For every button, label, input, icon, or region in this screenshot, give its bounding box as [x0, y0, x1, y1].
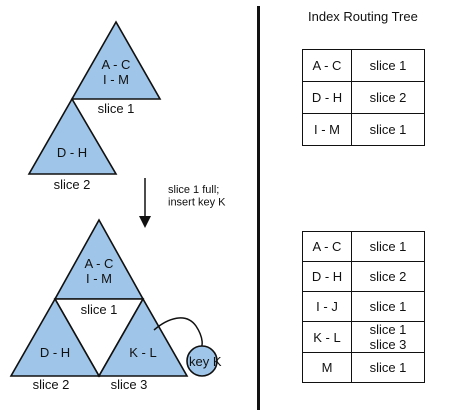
transition-note: slice 1 full;insert key K	[168, 184, 226, 209]
key-k-node	[186, 345, 218, 377]
range-cell: K - L	[302, 321, 352, 353]
slice-1-before-caption: slice 1	[98, 101, 135, 116]
triangle-slice-3-after-label: K - L	[129, 345, 156, 360]
slice-cell: slice 2	[351, 261, 425, 292]
slice-cell: slice 2	[351, 81, 425, 114]
range-cell: A - C	[302, 49, 352, 82]
slice-cell: slice 1	[351, 113, 425, 146]
triangle-slice-2-before-label: D - H	[57, 145, 87, 160]
slice-2-before-caption: slice 2	[54, 177, 91, 192]
triangle-slice-2-before	[27, 97, 118, 175]
slice-cell: slice 1	[351, 231, 425, 262]
slice-cell: slice 1	[351, 49, 425, 82]
inverted-triangle-label: slice 1	[81, 302, 118, 317]
triangle-slice-1-before	[70, 20, 162, 100]
slice-2-after-caption: slice 2	[33, 377, 70, 392]
slice-cell: slice 1	[351, 291, 425, 322]
range-cell: A - C	[302, 231, 352, 262]
slice-3-after-caption: slice 3	[111, 377, 148, 392]
range-cell: I - M	[302, 113, 352, 146]
slice-cell: slice 1	[351, 352, 425, 383]
section-divider	[257, 6, 260, 410]
range-cell: D - H	[302, 81, 352, 114]
range-cell: I - J	[302, 291, 352, 322]
range-cell: D - H	[302, 261, 352, 292]
range-cell: M	[302, 352, 352, 383]
key-k-label: key K	[189, 354, 222, 369]
triangle-slice-2-after	[9, 297, 101, 377]
index-routing-tree-title: Index Routing Tree	[308, 9, 418, 24]
triangle-slice-3-after	[97, 297, 189, 377]
triangle-slice-2-after-label: D - H	[40, 345, 70, 360]
